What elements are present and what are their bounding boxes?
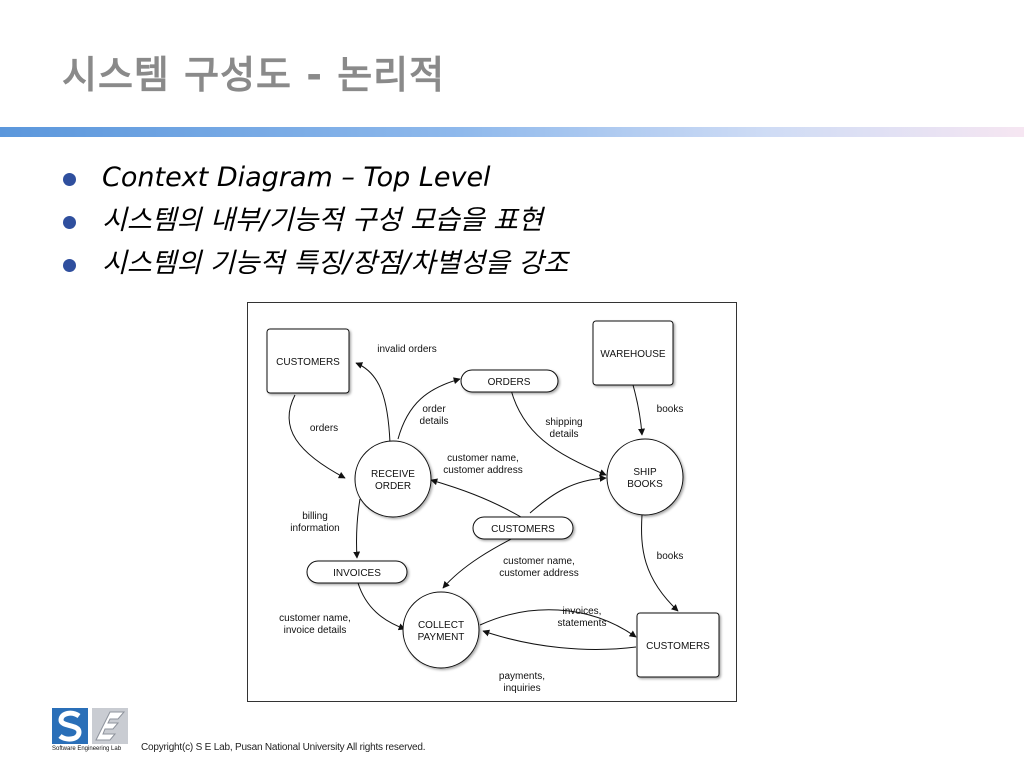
bullet-text: 시스템의 기능적 특징/장점/차별성을 강조 bbox=[102, 248, 569, 279]
flow-invoices-statements bbox=[479, 609, 637, 638]
context-diagram: CUSTOMERS WAREHOUSE CUSTOMERS RECEIVE OR… bbox=[247, 302, 737, 702]
label-customer-info-collect-1: customer name, bbox=[503, 556, 575, 567]
label-orders: orders bbox=[310, 423, 338, 434]
store-customers: CUSTOMERS bbox=[472, 516, 574, 540]
svg-text:RECEIVE: RECEIVE bbox=[371, 469, 415, 480]
flow-customer-info-receive bbox=[430, 478, 522, 518]
entity-customers-bottom: CUSTOMERS bbox=[636, 612, 720, 678]
svg-text:CUSTOMERS: CUSTOMERS bbox=[646, 641, 710, 652]
flow-lines bbox=[288, 362, 679, 650]
flow-billing-information bbox=[353, 498, 361, 559]
entity-customers-top: CUSTOMERS bbox=[266, 328, 350, 394]
slide-title: 시스템 구성도 - 논리적 bbox=[62, 53, 446, 97]
flow-books-out bbox=[641, 514, 679, 612]
bullet-text: 시스템의 내부/기능적 구성 모습을 표현 bbox=[102, 205, 543, 236]
label-customer-info-collect-2: customer address bbox=[499, 568, 578, 579]
label-invalid-orders: invalid orders bbox=[377, 344, 436, 355]
svg-text:SHIP: SHIP bbox=[633, 467, 657, 478]
flow-labels: invalid orders orders order details ship… bbox=[279, 344, 683, 694]
label-payments-inquiries-1: payments, bbox=[499, 671, 545, 682]
context-diagram-svg: CUSTOMERS WAREHOUSE CUSTOMERS RECEIVE OR… bbox=[266, 320, 720, 694]
flow-invoice-details bbox=[357, 582, 406, 631]
svg-text:WAREHOUSE: WAREHOUSE bbox=[600, 349, 666, 360]
label-books-in: books bbox=[657, 404, 684, 415]
process-receive-order: RECEIVE ORDER bbox=[354, 440, 432, 518]
process-collect-payment: COLLECT PAYMENT bbox=[402, 591, 480, 669]
store-invoices: INVOICES bbox=[306, 560, 408, 584]
label-order-details-1: order bbox=[422, 404, 446, 415]
label-billing-information-1: billing bbox=[302, 511, 328, 522]
store-orders: ORDERS bbox=[460, 369, 559, 393]
flow-books-in bbox=[632, 384, 646, 436]
svg-text:CUSTOMERS: CUSTOMERS bbox=[491, 524, 555, 535]
svg-text:ORDER: ORDER bbox=[375, 481, 411, 492]
svg-text:PAYMENT: PAYMENT bbox=[418, 632, 465, 643]
svg-text:COLLECT: COLLECT bbox=[418, 620, 464, 631]
flow-payments-inquiries bbox=[482, 629, 637, 650]
bullet-list: Context Diagram – Top Level 시스템의 내부/기능적 … bbox=[60, 158, 568, 287]
flow-invalid-orders bbox=[355, 362, 391, 444]
se-lab-logo bbox=[52, 708, 128, 744]
label-shipping-details-2: details bbox=[550, 429, 579, 440]
label-invoices-statements-1: invoices, bbox=[563, 606, 602, 617]
flow-shipping-details bbox=[510, 389, 607, 476]
svg-text:ORDERS: ORDERS bbox=[488, 377, 531, 388]
copyright-text: Copyright(c) S E Lab, Pusan National Uni… bbox=[141, 742, 426, 753]
bullet-item: 시스템의 내부/기능적 구성 모습을 표현 bbox=[60, 201, 568, 244]
bullet-dot-icon bbox=[63, 173, 76, 186]
label-order-details-2: details bbox=[420, 416, 449, 427]
svg-text:INVOICES: INVOICES bbox=[333, 568, 381, 579]
entity-warehouse: WAREHOUSE bbox=[592, 320, 674, 386]
bullet-dot-icon bbox=[63, 216, 76, 229]
svg-text:BOOKS: BOOKS bbox=[627, 479, 663, 490]
label-invoice-details-2: invoice details bbox=[284, 625, 347, 636]
flow-order-details bbox=[397, 377, 461, 440]
flow-orders bbox=[288, 394, 346, 479]
bullet-item: 시스템의 기능적 특징/장점/차별성을 강조 bbox=[60, 244, 568, 287]
label-invoices-statements-2: statements bbox=[558, 618, 607, 629]
label-invoice-details-1: customer name, bbox=[279, 613, 351, 624]
flow-customers-to-ship bbox=[529, 474, 607, 514]
label-shipping-details-1: shipping bbox=[545, 417, 582, 428]
label-customer-info-receive-2: customer address bbox=[443, 465, 522, 476]
bullet-text: Context Diagram – Top Level bbox=[102, 162, 491, 193]
label-customer-info-receive-1: customer name, bbox=[447, 453, 519, 464]
title-divider bbox=[0, 127, 1024, 137]
label-books-out: books bbox=[657, 551, 684, 562]
bullet-dot-icon bbox=[63, 259, 76, 272]
logo-caption: Software Engineering Lab bbox=[52, 746, 122, 752]
label-payments-inquiries-2: inquiries bbox=[503, 683, 540, 694]
svg-text:CUSTOMERS: CUSTOMERS bbox=[276, 357, 340, 368]
bullet-item: Context Diagram – Top Level bbox=[60, 158, 568, 201]
label-billing-information-2: information bbox=[290, 523, 339, 534]
process-ship-books: SHIP BOOKS bbox=[606, 438, 684, 516]
